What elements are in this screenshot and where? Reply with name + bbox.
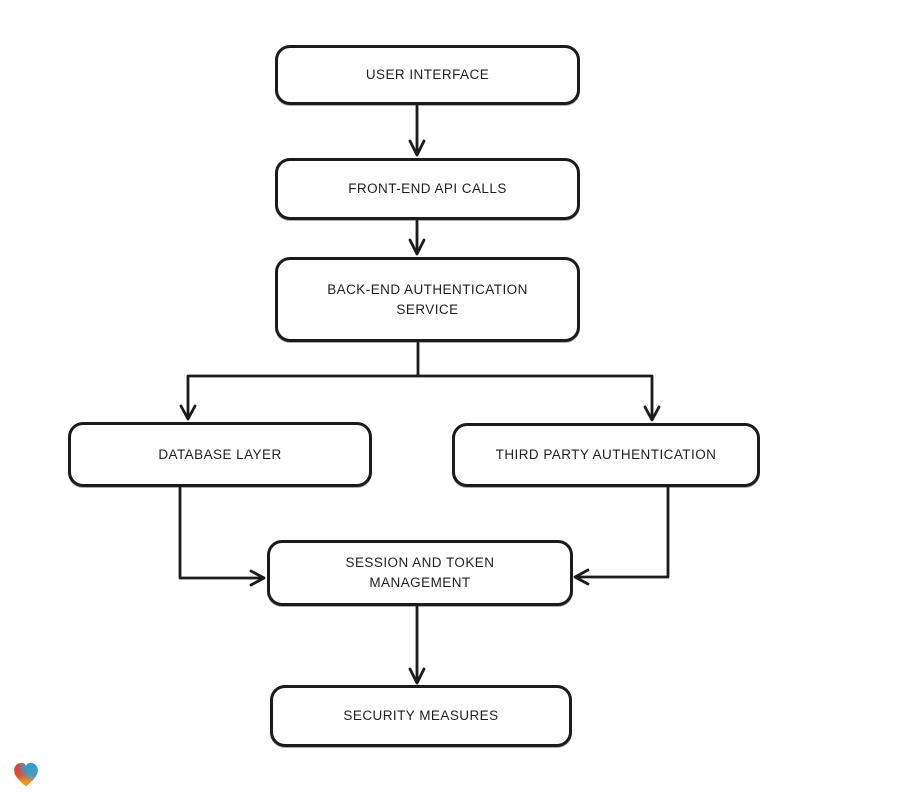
node-label: FRONT-END API CALLS: [348, 181, 507, 197]
node-label: BACK-END AUTHENTICATION SERVICE: [327, 281, 528, 317]
edge-session-to-security: [408, 605, 426, 685]
node-label: SESSION AND TOKEN MANAGEMENT: [345, 555, 495, 590]
node-session-and-token-management[interactable]: SESSION AND TOKEN MANAGEMENT: [267, 540, 573, 606]
node-label: USER INTERFACE: [365, 67, 490, 83]
edge-user-interface-to-front-end: [408, 104, 426, 157]
node-back-end-authentication-service[interactable]: BACK-END AUTHENTICATION SERVICE: [275, 257, 580, 342]
node-third-party-authentication[interactable]: THIRD PARTY AUTHENTICATION: [452, 423, 760, 487]
node-label: SECURITY MEASURES: [343, 708, 499, 724]
node-user-interface[interactable]: USER INTERFACE: [275, 45, 580, 105]
heart-logo[interactable]: [12, 761, 40, 789]
node-database-layer[interactable]: DATABASE LAYER: [68, 422, 372, 487]
edge-back-end-branch: [179, 341, 661, 422]
node-security-measures[interactable]: SECURITY MEASURES: [270, 685, 572, 747]
node-front-end-api-calls[interactable]: FRONT-END API CALLS: [275, 158, 580, 220]
node-label: THIRD PARTY AUTHENTICATION: [495, 447, 717, 463]
edge-third-party-to-session: [573, 484, 670, 586]
edge-front-end-to-back-end: [408, 219, 426, 256]
edge-database-to-session: [178, 486, 266, 587]
node-label: DATABASE LAYER: [158, 446, 282, 462]
